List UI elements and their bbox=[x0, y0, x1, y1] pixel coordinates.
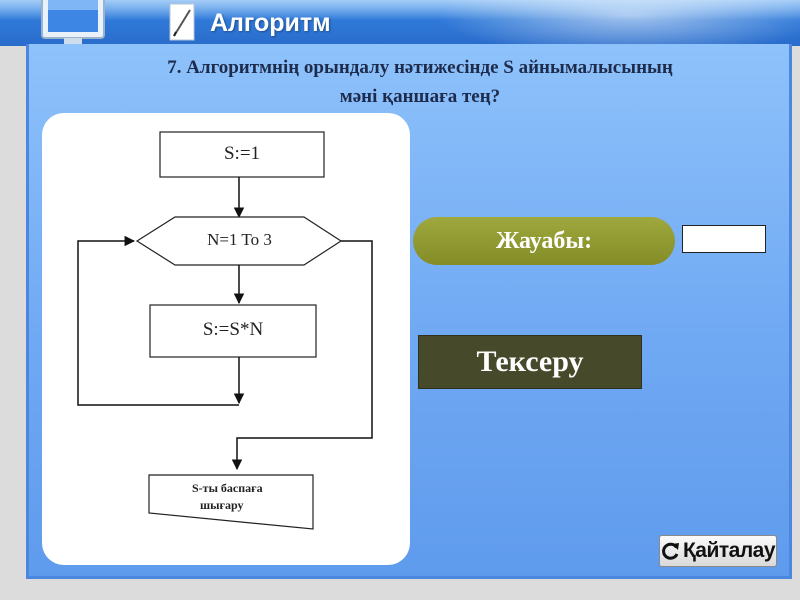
page-title: Алгоритм bbox=[210, 9, 331, 37]
answer-input[interactable] bbox=[682, 225, 766, 253]
flow-output-label-1: S-ты баспаға bbox=[192, 481, 263, 495]
pen-icon bbox=[169, 3, 195, 41]
flow-body-label: S:=S*N bbox=[202, 319, 264, 340]
flow-init-label: S:=1 bbox=[223, 143, 261, 164]
header-wave bbox=[420, 0, 800, 46]
question-text: 7. Алгоритмнің орындалу нәтижесінде S ай… bbox=[100, 53, 740, 111]
repeat-button-label: Қайталау bbox=[682, 539, 776, 562]
flow-init-box bbox=[159, 131, 325, 178]
flow-output-box bbox=[148, 474, 314, 530]
question-line-2: мәні қаншаға тең? bbox=[339, 86, 501, 107]
repeat-icon bbox=[662, 542, 679, 560]
flow-output-label-2: шығару bbox=[200, 498, 244, 512]
flow-exit-line bbox=[231, 240, 373, 471]
question-line-1: 7. Алгоритмнің орындалу нәтижесінде S ай… bbox=[167, 57, 673, 78]
answer-label: Жауабы: bbox=[413, 217, 675, 265]
flow-loop-back-line bbox=[77, 235, 239, 406]
repeat-button[interactable]: Қайталау bbox=[659, 535, 777, 567]
flow-loop-label: N=1 To 3 bbox=[207, 230, 272, 249]
monitor-icon bbox=[41, 0, 105, 44]
header-bar: Алгоритм bbox=[0, 0, 800, 46]
flow-body-box bbox=[149, 304, 317, 358]
flowchart-panel: S:=1 N=1 To 3 S:=S*N S-ты баспаға шығару bbox=[42, 113, 410, 565]
check-button[interactable]: Тексеру bbox=[418, 335, 642, 389]
flowchart-diagram bbox=[77, 131, 373, 530]
